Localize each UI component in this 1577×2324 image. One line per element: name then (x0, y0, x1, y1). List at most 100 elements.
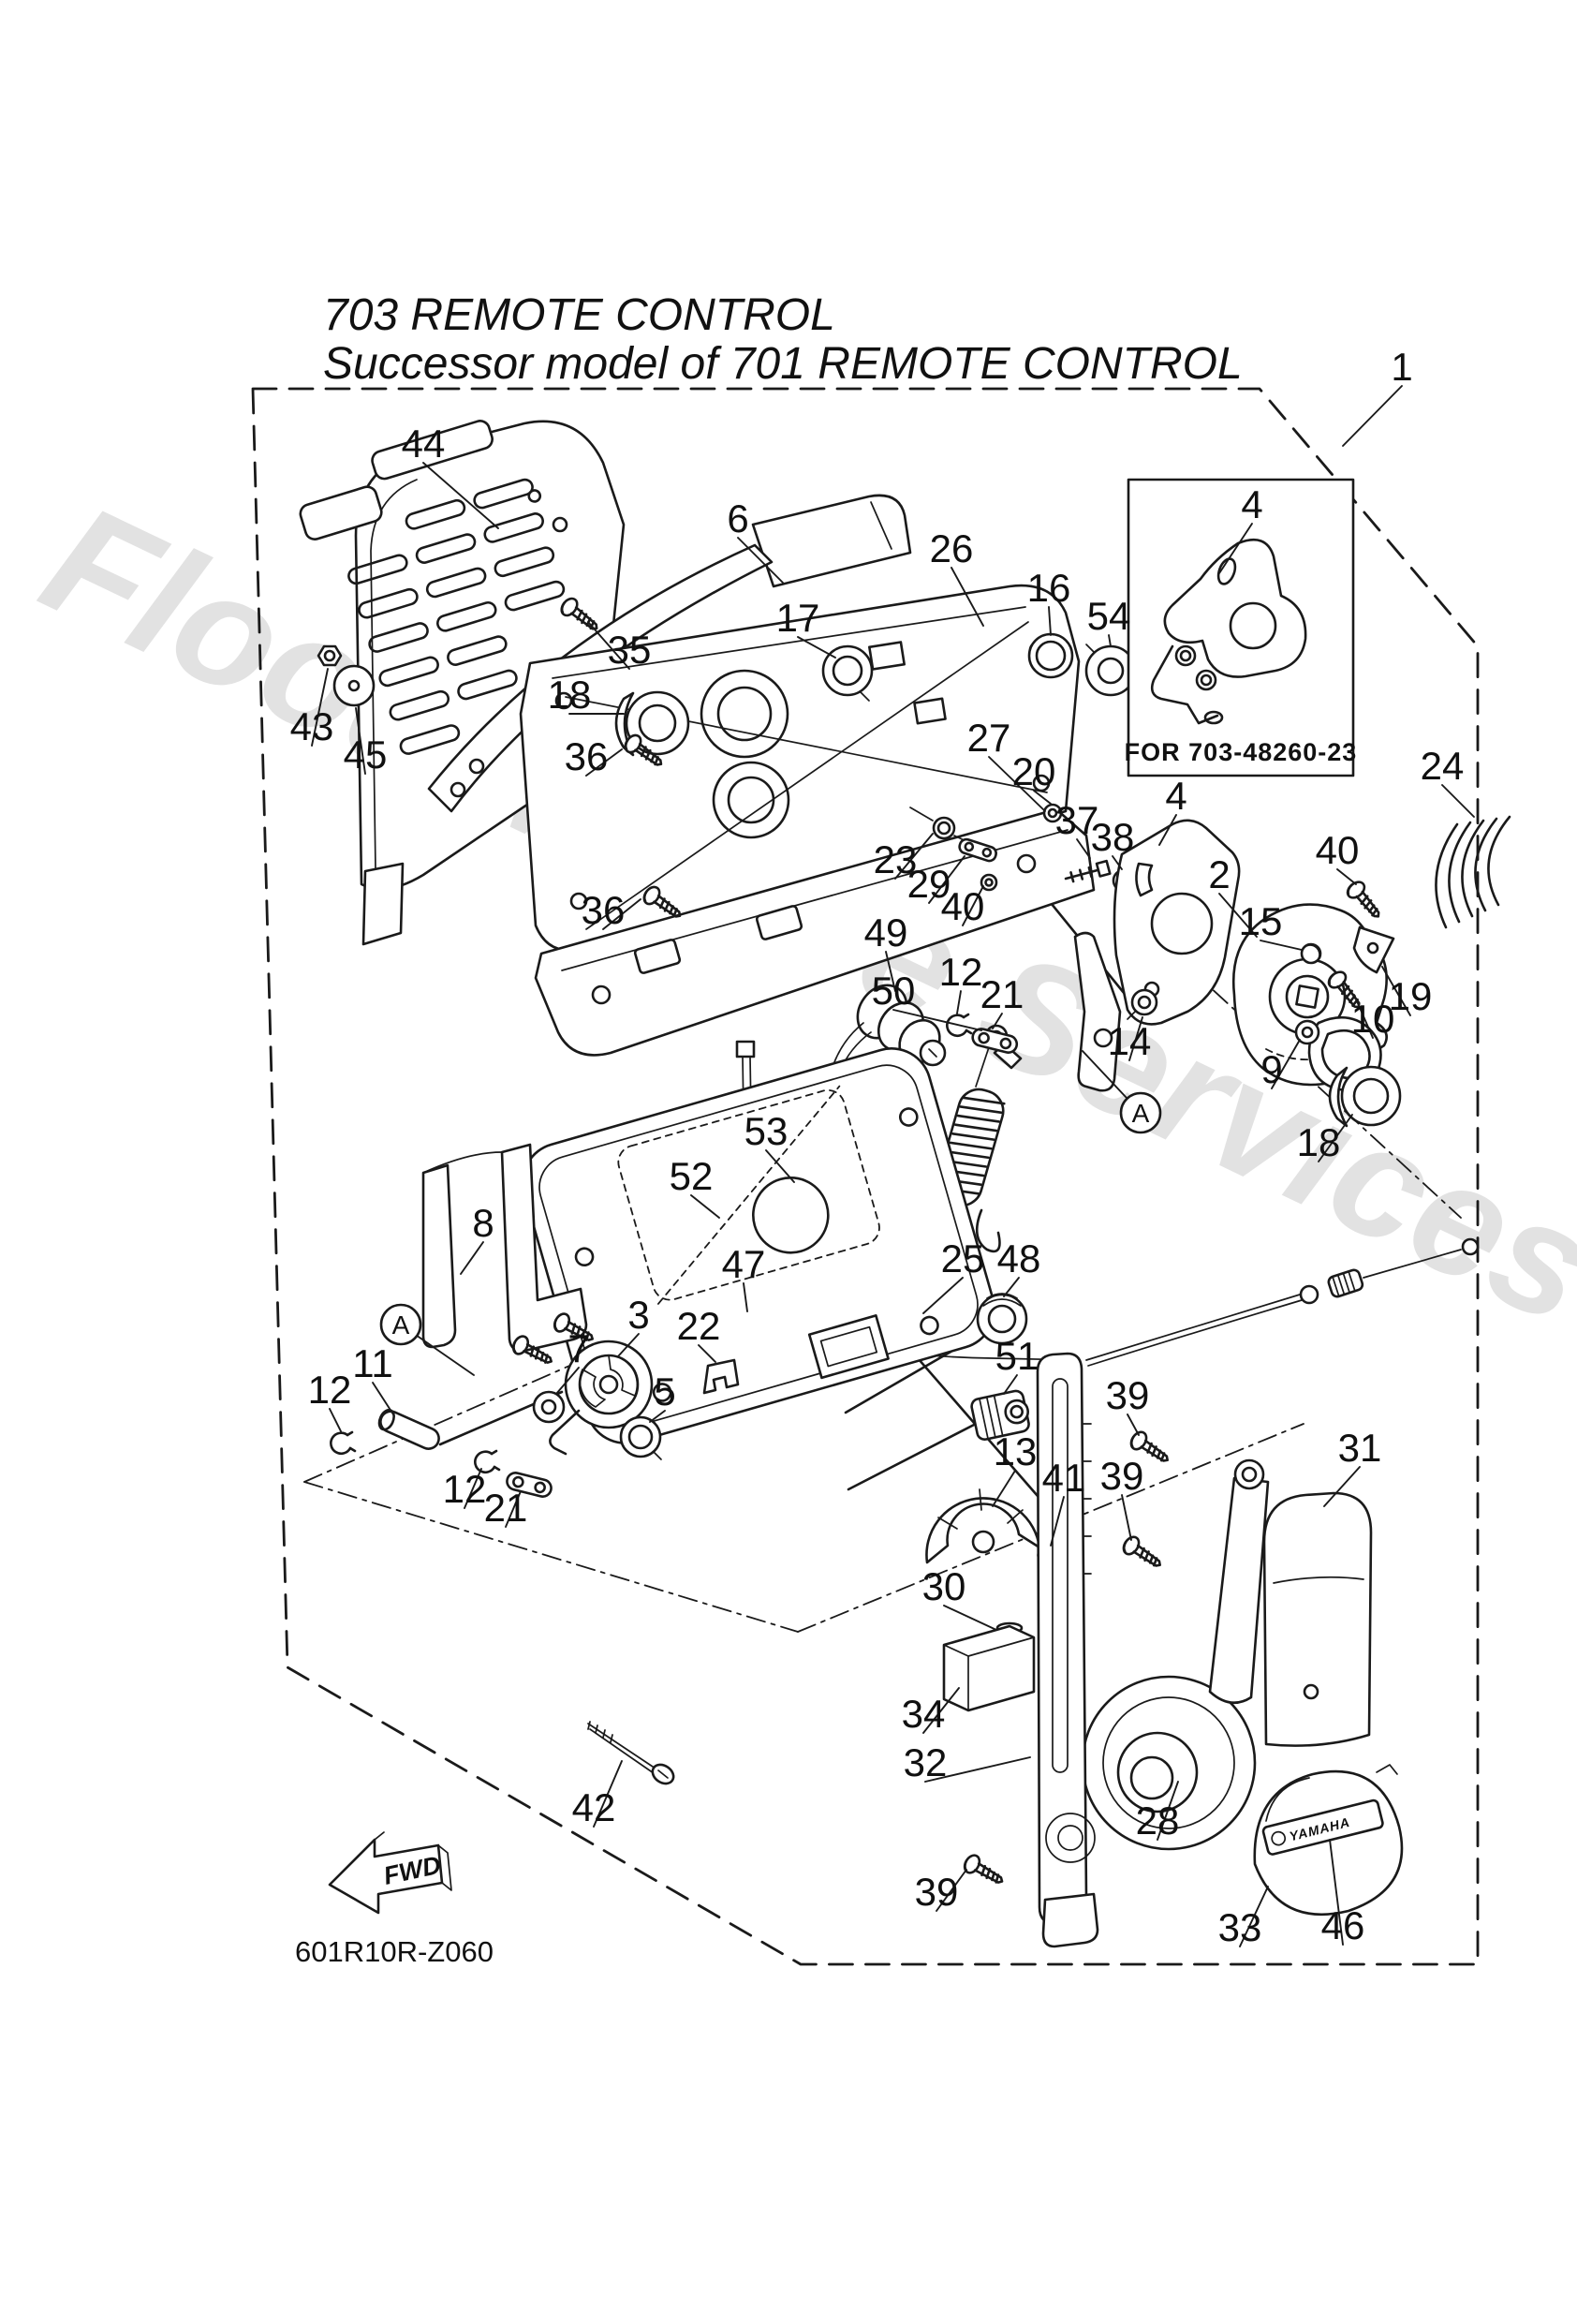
callout-24: 24 (1421, 744, 1465, 788)
leader-line (892, 1009, 982, 1031)
leader-line (422, 462, 499, 529)
leader-line (1218, 893, 1258, 938)
leader-line (1128, 1016, 1143, 1061)
fwd-arrow-icon: FWD (328, 1831, 452, 1915)
cover-34 (942, 1624, 1036, 1712)
leader-line (698, 1344, 716, 1363)
leader-line (924, 1756, 1031, 1783)
leader-line (988, 756, 1046, 812)
callout-31: 31 (1338, 1426, 1382, 1470)
leader-line (737, 537, 784, 584)
link-21-a (971, 1028, 1019, 1054)
callout-1: 1 (1391, 345, 1412, 389)
callout-27: 27 (967, 716, 1011, 760)
leader-line (1112, 855, 1123, 870)
callout-34: 34 (902, 1692, 946, 1736)
nut-43 (317, 644, 343, 667)
callout-41: 41 (1042, 1456, 1086, 1500)
leader-line (617, 1333, 640, 1357)
callout-14: 14 (1108, 1019, 1152, 1063)
bracket-4 (1113, 819, 1241, 1026)
cable-ends (1085, 1237, 1480, 1367)
screw-39-b (1119, 1532, 1167, 1575)
leader-line (329, 1408, 342, 1432)
nut-40-left (980, 873, 998, 892)
retainer-54 (1084, 644, 1137, 698)
leader-line (1336, 868, 1357, 885)
leader-line (555, 1367, 580, 1395)
leader-line (962, 885, 984, 926)
washer-7 (532, 1390, 566, 1424)
ref-marker-circle (379, 1303, 422, 1346)
leader-line (928, 855, 965, 904)
callout-25: 25 (941, 1236, 985, 1280)
grommet-48 (976, 1293, 1028, 1345)
bracket-8 (421, 1143, 598, 1371)
leader-line (1342, 385, 1403, 447)
yamaha-emblem-46: YAMAHA (1261, 1799, 1384, 1856)
nut-20 (1042, 803, 1063, 823)
washer-45 (332, 664, 376, 707)
callout-15: 15 (1239, 899, 1283, 943)
callout-36: 36 (582, 888, 626, 932)
leader-line (1323, 1466, 1361, 1507)
leader-line (951, 567, 984, 627)
link-29 (958, 837, 997, 863)
control-housing-25 (521, 1047, 996, 1444)
callout-42: 42 (572, 1785, 616, 1829)
callout-40: 40 (941, 884, 985, 928)
callout-51: 51 (995, 1334, 1039, 1378)
callout-37: 37 (1055, 798, 1099, 842)
leader-line (1076, 838, 1091, 859)
callout-30: 30 (922, 1564, 966, 1608)
screw-39-c (960, 1851, 1009, 1891)
callout-18: 18 (1297, 1120, 1341, 1164)
leader-line (885, 951, 896, 992)
leader-line (1158, 814, 1177, 846)
leader-line (649, 1410, 666, 1423)
callout-18: 18 (548, 673, 592, 717)
clip-22 (702, 1358, 740, 1395)
callout-52: 52 (670, 1154, 714, 1198)
bushing-18-left (614, 690, 690, 757)
callout-19: 19 (1389, 974, 1433, 1018)
wedge-19 (1352, 925, 1395, 974)
link-21-b (506, 1472, 553, 1498)
frame-plate-26 (519, 584, 1081, 952)
callout-2: 2 (1208, 852, 1230, 896)
screw-42 (587, 1721, 675, 1785)
callout-53: 53 (744, 1109, 788, 1153)
callout-45: 45 (344, 733, 388, 777)
leader-line (1329, 1839, 1344, 1946)
leader-line (1441, 784, 1475, 818)
ref-marker-A: A (392, 1310, 410, 1340)
callout-44: 44 (402, 422, 446, 466)
leader-line (460, 1241, 484, 1275)
inset-box: FOR 703-48260-23 (1125, 478, 1356, 777)
handle-grip-31 (1262, 1491, 1373, 1747)
spring-24 (1435, 815, 1511, 929)
leader-line (690, 1194, 720, 1219)
callout-48: 48 (997, 1236, 1041, 1280)
callout-8: 8 (472, 1201, 494, 1245)
callout-38: 38 (1091, 815, 1135, 859)
callout-33: 33 (1218, 1905, 1262, 1949)
leader-line (1033, 790, 1052, 805)
clip-12-b (330, 1430, 357, 1456)
callout-29: 29 (907, 862, 951, 906)
leader-line (1108, 634, 1112, 647)
leader-line (587, 621, 630, 670)
callout-12: 12 (939, 950, 983, 994)
leader-line (585, 748, 623, 777)
bushing-5 (619, 1415, 662, 1460)
leader-line (956, 990, 962, 1014)
leader-line (936, 1869, 967, 1912)
callout-11: 11 (352, 1341, 393, 1385)
grommet-51 (970, 1389, 1030, 1441)
callout-10: 10 (1351, 997, 1395, 1041)
leader-line (372, 1382, 394, 1415)
handle-lever-28 (1081, 1458, 1270, 1851)
